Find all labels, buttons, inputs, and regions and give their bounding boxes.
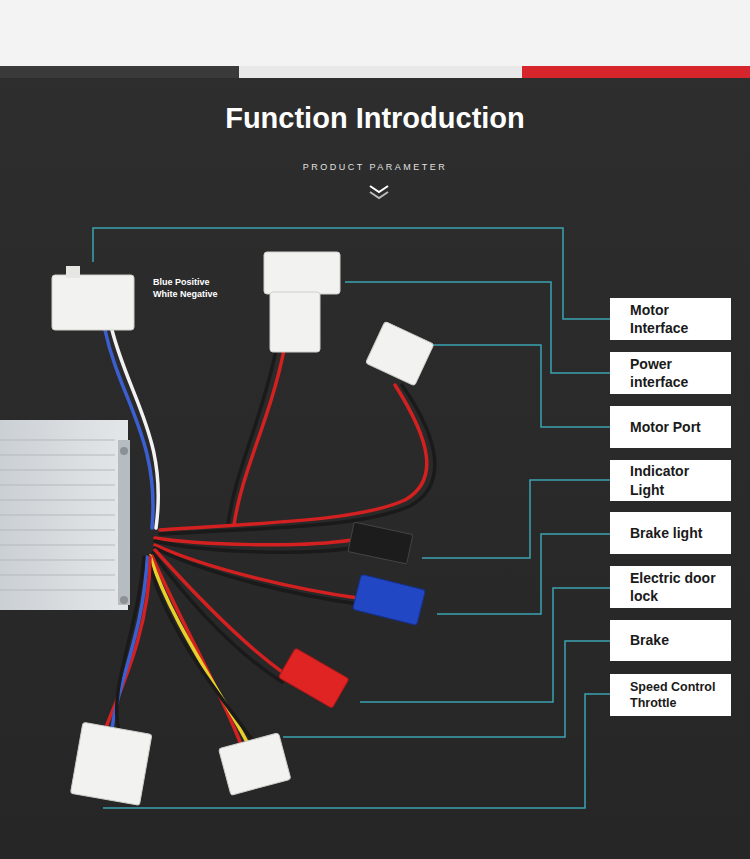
label-box: Power interface <box>610 352 731 394</box>
label-box: Indicator Light <box>610 460 731 501</box>
subtitle: PRODUCT PARAMETER <box>0 162 750 172</box>
label-text: Motor Port <box>630 418 725 436</box>
wire-note: Blue Positive <box>153 277 273 287</box>
label-box: Brake light <box>610 512 731 554</box>
top-band <box>0 0 750 66</box>
stripe-dark <box>0 66 239 78</box>
label-box: Motor Port <box>610 406 731 448</box>
label-text: Indicator Light <box>630 462 725 498</box>
connectors <box>52 252 434 805</box>
label-text: Electric door lock <box>630 569 725 605</box>
stripe-light <box>239 66 522 78</box>
label-text: Motor Interface <box>630 301 725 337</box>
chevron <box>370 192 388 198</box>
wire-note: White Negative <box>153 289 273 299</box>
label-text: Power interface <box>630 355 725 391</box>
label-text: Speed Control Throttle <box>630 679 725 712</box>
controller-box <box>0 420 130 610</box>
stripe-red <box>522 66 750 78</box>
label-text: Brake <box>630 631 725 649</box>
leader-lines <box>93 228 610 808</box>
label-box: Electric door lock <box>610 566 731 608</box>
label-text: Brake light <box>630 524 725 542</box>
page-title: Function Introduction <box>0 102 750 135</box>
label-box: Speed Control Throttle <box>610 674 731 716</box>
chevron <box>370 186 388 192</box>
label-box: Brake <box>610 620 731 661</box>
label-box: Motor Interface <box>610 298 731 340</box>
wires <box>105 330 435 742</box>
